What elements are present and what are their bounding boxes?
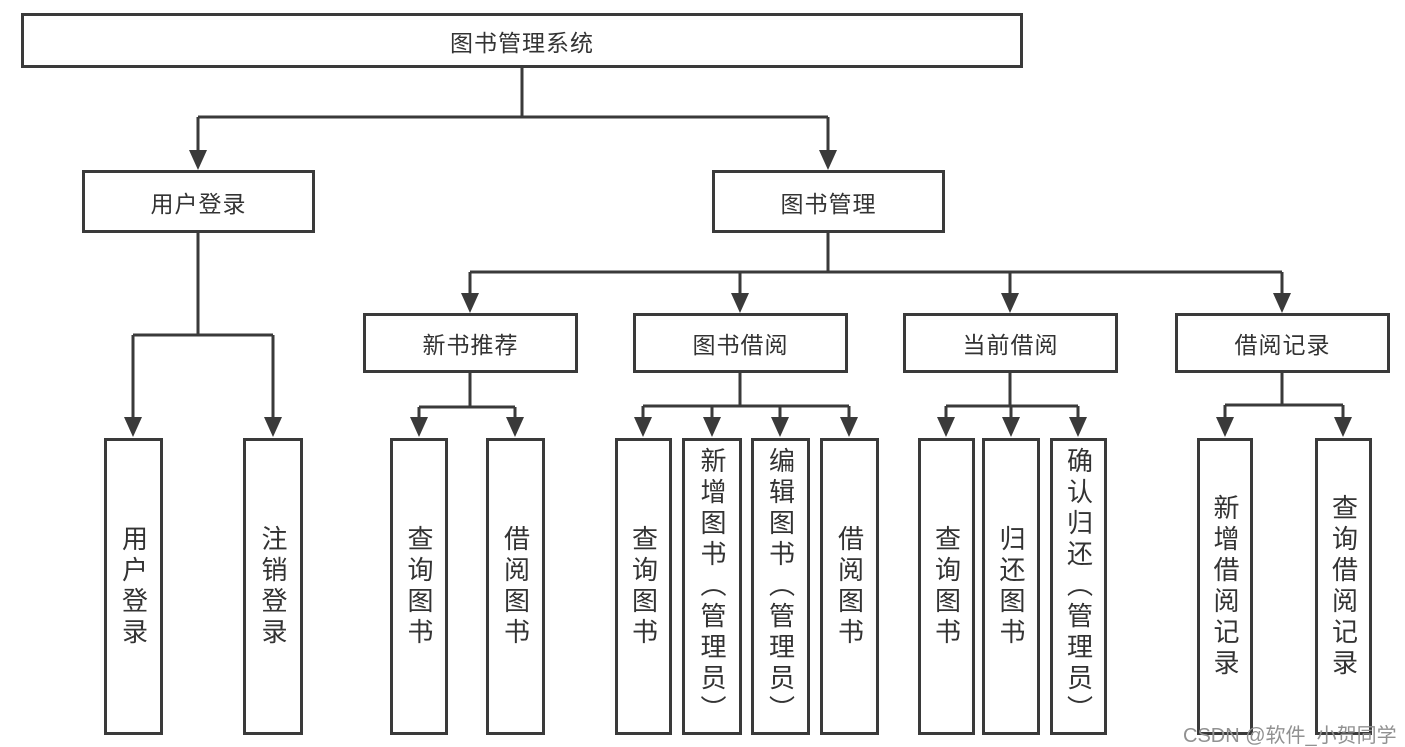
node-user-login: 用户登录 <box>82 170 315 233</box>
node-root-system: 图书管理系统 <box>21 13 1023 68</box>
leaf-user-login: 用户登录 <box>104 438 163 735</box>
leaf-add-borrow-record: 新增借阅记录 <box>1197 438 1253 735</box>
node-book-borrow: 图书借阅 <box>633 313 848 373</box>
node-borrow-record: 借阅记录 <box>1175 313 1390 373</box>
leaf-confirm-return-admin: 确认归还（管理员） <box>1050 438 1107 735</box>
leaf-query-book-borrow: 查询图书 <box>615 438 672 735</box>
leaf-query-borrow-record: 查询借阅记录 <box>1315 438 1372 735</box>
leaf-query-book-recommend: 查询图书 <box>390 438 448 735</box>
csdn-watermark: CSDN @软件_小贺同学 <box>1183 725 1397 747</box>
node-current-borrow: 当前借阅 <box>903 313 1118 373</box>
node-book-management: 图书管理 <box>712 170 945 233</box>
leaf-query-book-current: 查询图书 <box>918 438 975 735</box>
leaf-edit-book-admin: 编辑图书（管理员） <box>751 438 810 735</box>
node-new-book-recommend: 新书推荐 <box>363 313 578 373</box>
leaf-borrow-book-recommend: 借阅图书 <box>486 438 545 735</box>
leaf-logout: 注销登录 <box>243 438 303 735</box>
leaf-borrow-book: 借阅图书 <box>820 438 879 735</box>
leaf-add-book-admin: 新增图书（管理员） <box>682 438 742 735</box>
leaf-return-book: 归还图书 <box>982 438 1040 735</box>
